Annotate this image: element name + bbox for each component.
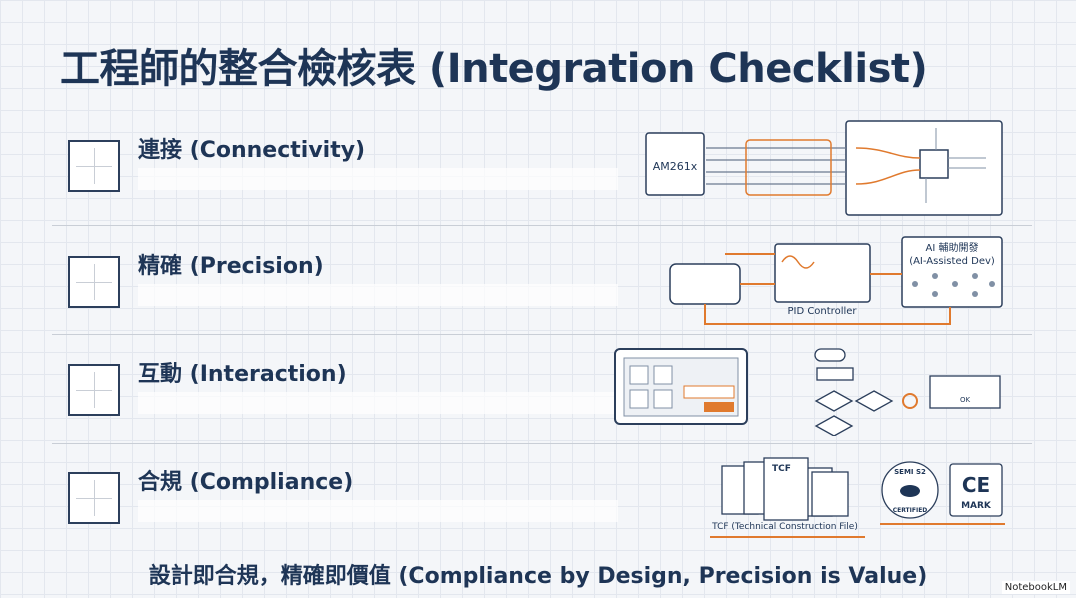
checklist-item-connectivity: 連接 (Connectivity) [52, 112, 1032, 222]
text-placeholder-line [138, 392, 618, 414]
svg-text:TCF: TCF [772, 464, 791, 474]
connectivity-illustration: AM261x [645, 120, 1003, 216]
text-placeholder-line [138, 284, 618, 306]
ai-label-zh: AI 輔助開發 [926, 241, 979, 254]
svg-text:CERTIFIED: CERTIFIED [893, 507, 928, 514]
item-label: 連接 (Connectivity) [138, 138, 366, 163]
controller-label: PID Controller [787, 306, 857, 317]
precision-illustration: PID Controller AI 輔助開發 (AI-Assisted Dev) [669, 236, 1003, 325]
divider [52, 334, 1032, 335]
footer-tagline: 設計即合規，精確即價值 (Compliance by Design, Preci… [148, 564, 928, 589]
text-placeholder-line [138, 168, 618, 190]
divider [52, 225, 1032, 226]
checkbox[interactable] [68, 364, 120, 416]
item-label: 互動 (Interaction) [138, 362, 347, 387]
interaction-illustration: OK [614, 348, 1001, 436]
chip-label: AM261x [653, 160, 698, 173]
controller-icon [774, 243, 871, 303]
checklist-item-interaction: 互動 (Interaction) [52, 336, 1032, 446]
svg-text:CE: CE [962, 473, 990, 497]
checkbox[interactable] [68, 472, 120, 524]
item-label: 合規 (Compliance) [138, 470, 354, 495]
divider [52, 443, 1032, 444]
brand-watermark: NotebookLM [1001, 581, 1070, 594]
compliance-illustration: TCF TCF (Technical Construction File) SE… [710, 457, 1005, 538]
tcf-document-icon [763, 457, 809, 521]
svg-text:SEMI S2: SEMI S2 [894, 468, 926, 476]
checklist-item-precision: 精確 (Precision) [52, 228, 1032, 338]
text-placeholder-line [138, 500, 618, 522]
dialog-ok-button: OK [960, 396, 971, 404]
ce-mark-badge [949, 463, 1003, 517]
tcf-caption: TCF (Technical Construction File) [711, 522, 858, 532]
svg-text:MARK: MARK [961, 501, 992, 511]
checkbox[interactable] [68, 256, 120, 308]
motor-icon [669, 263, 741, 305]
ai-label-en: (AI-Assisted Dev) [909, 256, 995, 267]
item-label: 精確 (Precision) [138, 254, 324, 279]
checkbox[interactable] [68, 140, 120, 192]
checklist-item-compliance: 合規 (Compliance) [52, 444, 1032, 554]
page-title: 工程師的整合檢核表 (Integration Checklist) [60, 46, 928, 92]
